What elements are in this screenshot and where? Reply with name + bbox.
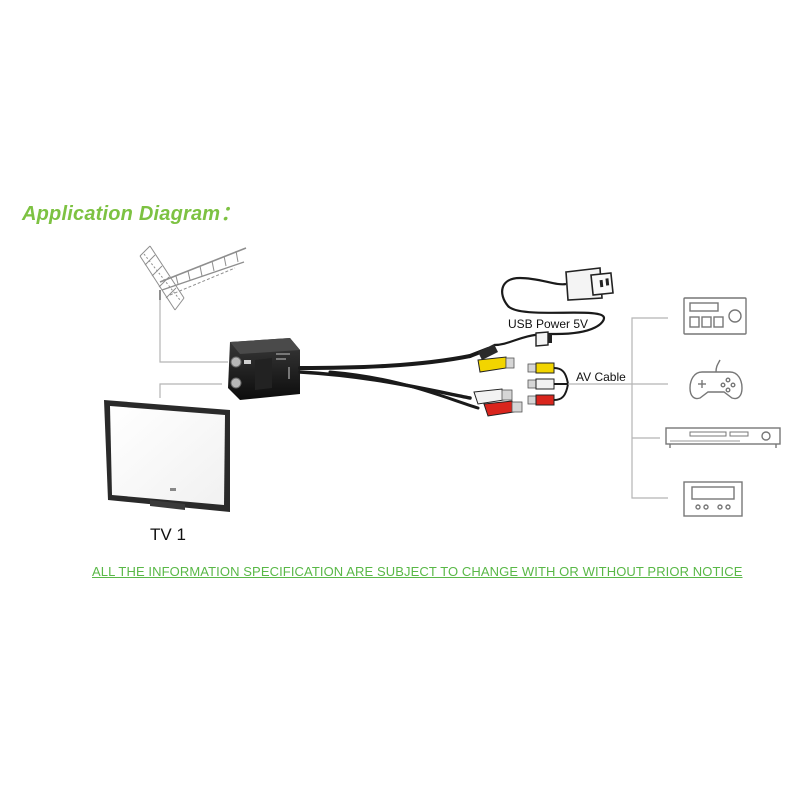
usb-power-label: USB Power 5V xyxy=(508,317,588,331)
antenna-connector-line xyxy=(159,296,228,363)
disclaimer-notice: ALL THE INFORMATION SPECIFICATION ARE SU… xyxy=(92,564,743,579)
device-bracket-line xyxy=(631,317,668,499)
tv-label: TV 1 xyxy=(150,525,186,544)
av-cable-rca-set xyxy=(527,362,632,406)
radio-receiver-icon xyxy=(683,297,747,335)
converter-box xyxy=(228,338,300,400)
av-cable-label: AV Cable xyxy=(576,370,626,384)
diagram-title: Application Diagram： xyxy=(22,203,241,225)
antenna-icon xyxy=(139,245,247,311)
game-controller-icon xyxy=(689,359,743,400)
tv-connector-line xyxy=(159,383,222,398)
rca-plug-yellow xyxy=(477,356,515,373)
rca-plug-red xyxy=(483,400,523,417)
dvd-player-icon xyxy=(665,427,781,448)
rca-plug-white xyxy=(473,388,513,405)
av-cable xyxy=(298,347,490,410)
rf-in-port xyxy=(230,356,242,368)
usb-plug xyxy=(565,267,614,301)
barrel-connector xyxy=(478,331,552,360)
display-device-icon xyxy=(683,481,743,517)
rf-out-port xyxy=(230,377,242,389)
tv-icon xyxy=(104,400,230,512)
